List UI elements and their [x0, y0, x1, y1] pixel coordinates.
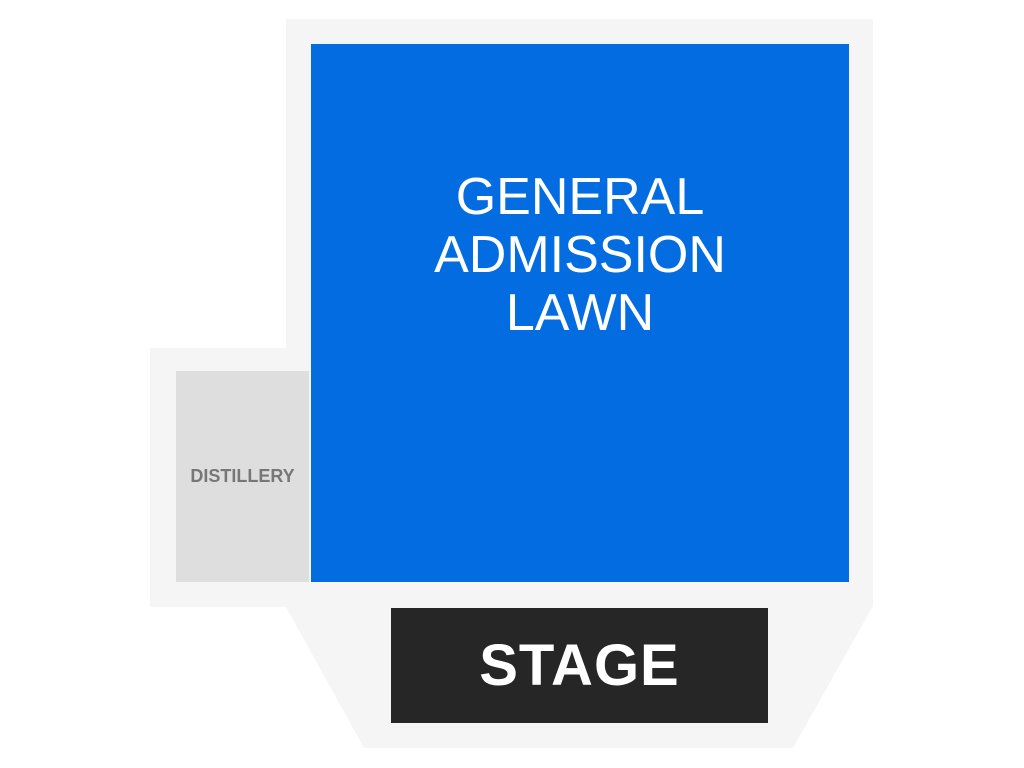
general-admission-lawn-section[interactable]: GENERAL ADMISSION LAWN: [311, 44, 849, 582]
distillery-section[interactable]: DISTILLERY: [176, 371, 309, 582]
general-admission-lawn-label: GENERAL ADMISSION LAWN: [434, 168, 726, 342]
stage-section: STAGE: [391, 608, 768, 723]
stage-label: STAGE: [479, 633, 680, 698]
distillery-label: DISTILLERY: [190, 466, 295, 486]
